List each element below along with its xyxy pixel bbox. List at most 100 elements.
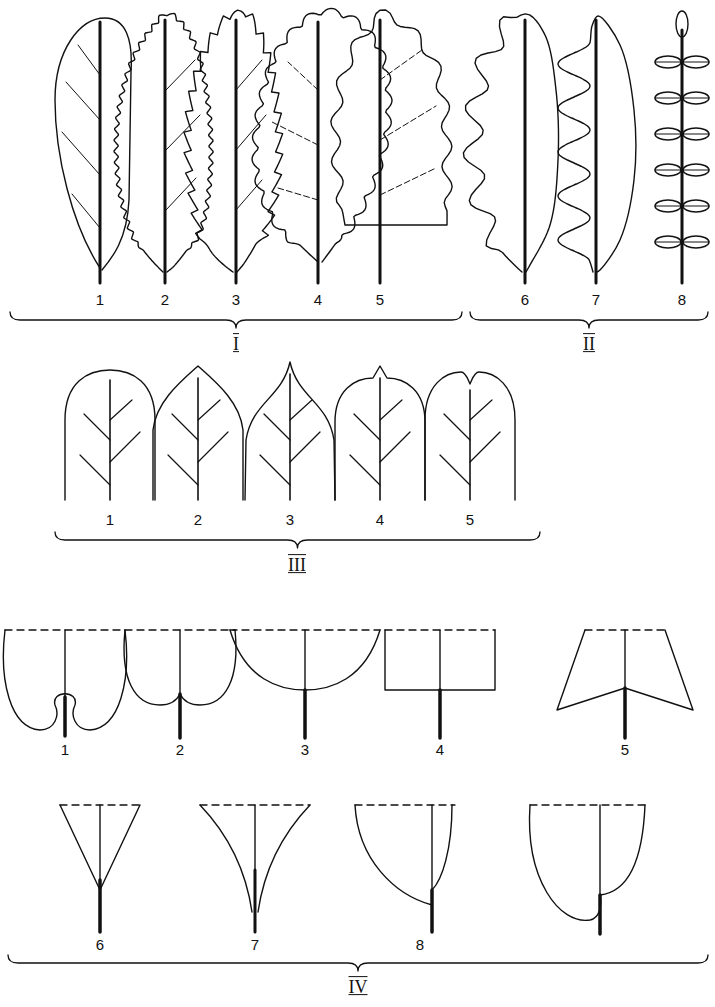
midrib xyxy=(317,22,320,283)
leaf-vein xyxy=(440,455,470,485)
midrib xyxy=(99,22,102,283)
midrib xyxy=(439,630,440,690)
callout-number: 3 xyxy=(232,291,240,309)
leaf-base-outline xyxy=(230,630,380,690)
leaf-base-outline xyxy=(355,805,432,905)
cut-line xyxy=(355,804,455,805)
leaf-vein xyxy=(354,414,380,440)
leaf-vein xyxy=(350,455,380,485)
callout-number: 2 xyxy=(194,511,202,529)
leaf-vein xyxy=(80,455,110,485)
leaf-vein xyxy=(110,432,140,462)
petiole xyxy=(63,697,67,736)
midrib xyxy=(164,20,167,283)
leaf-vein xyxy=(66,82,100,120)
leaf-base-outline xyxy=(258,805,310,912)
leaf-outline xyxy=(252,8,392,262)
callout-number: 6 xyxy=(96,936,104,954)
leaf-apex-outline xyxy=(153,366,243,500)
petiole xyxy=(98,880,102,932)
group-numeral: II xyxy=(583,335,595,355)
group-brace xyxy=(55,532,540,548)
callout-number: 3 xyxy=(301,741,309,758)
callout-number: 4 xyxy=(376,511,384,528)
callout-number: 4 xyxy=(376,511,384,529)
petiole xyxy=(254,870,257,932)
leaf-vein xyxy=(444,414,470,440)
midrib xyxy=(469,390,471,500)
petiole xyxy=(623,688,627,738)
petiole xyxy=(178,694,182,738)
leaf-vein xyxy=(198,432,228,462)
callout-number: 7 xyxy=(592,291,600,309)
midrib xyxy=(289,374,291,500)
midrib xyxy=(524,20,527,283)
midrib xyxy=(64,630,65,697)
midrib xyxy=(599,805,600,895)
group-numeral: III xyxy=(288,555,306,575)
callout-number: 4 xyxy=(436,741,444,758)
callout-number: 3 xyxy=(286,511,294,528)
leaf-vein xyxy=(264,414,290,440)
leaf-vein xyxy=(470,400,492,420)
leaf-vein xyxy=(236,60,262,90)
midrib xyxy=(379,20,382,283)
leaf-base-outline xyxy=(432,805,452,890)
callout-number: 4 xyxy=(314,291,322,308)
leaf-base-outline xyxy=(530,805,645,920)
callout-number: 6 xyxy=(96,936,104,953)
leaf-apex-outline xyxy=(245,362,335,500)
leaf-vein xyxy=(380,106,436,140)
group-brace xyxy=(8,955,708,971)
petiole xyxy=(303,690,307,738)
leaflet-vein xyxy=(655,242,709,243)
group-numeral: IV xyxy=(349,978,368,998)
leaf-vein xyxy=(272,122,318,145)
leaf-vein xyxy=(168,455,198,485)
callout-number: 5 xyxy=(376,291,384,308)
leaflet xyxy=(676,11,688,37)
leaf-vein xyxy=(290,400,312,420)
cut-line xyxy=(530,804,645,805)
group-numeral: III xyxy=(288,556,306,576)
callout-number: 7 xyxy=(251,936,259,954)
group-numeral: IV xyxy=(349,977,368,997)
callout-number: 8 xyxy=(678,291,686,309)
leaf-outline xyxy=(463,14,558,272)
leaf-vein xyxy=(172,414,198,440)
petiole xyxy=(438,690,442,738)
callout-number: 2 xyxy=(161,291,169,309)
midrib xyxy=(431,805,432,890)
leaf-vein xyxy=(236,180,262,210)
leaflet-vein xyxy=(655,170,709,171)
callout-number: 3 xyxy=(286,511,294,529)
leaf-outline xyxy=(331,10,452,225)
leaf-outline xyxy=(55,18,131,270)
callout-number: 5 xyxy=(466,511,474,529)
leaf-apex-outline xyxy=(425,372,515,500)
midrib xyxy=(99,805,100,890)
midrib xyxy=(304,630,305,690)
callout-number: 5 xyxy=(466,511,474,528)
leaf-vein xyxy=(62,132,100,175)
callout-number: 5 xyxy=(621,741,629,758)
callout-number: 1 xyxy=(61,741,69,758)
midrib xyxy=(624,630,625,688)
leaf-vein xyxy=(288,62,318,90)
callout-number: 6 xyxy=(521,291,529,309)
leaf-base-outline xyxy=(385,630,495,690)
leaf-vein xyxy=(278,188,318,200)
leaf-vein xyxy=(260,455,290,485)
petiole xyxy=(430,890,434,932)
leaf-vein xyxy=(78,45,100,75)
leaf-vein xyxy=(380,400,402,420)
leaf-vein xyxy=(166,115,200,150)
leaf-vein xyxy=(236,115,266,150)
callout-number: 1 xyxy=(106,511,114,528)
leaf-outline xyxy=(184,10,283,272)
callout-number: 8 xyxy=(678,291,686,308)
group-brace xyxy=(470,312,708,328)
leaf-base-outline xyxy=(60,805,140,890)
leaf-vein xyxy=(380,50,422,80)
